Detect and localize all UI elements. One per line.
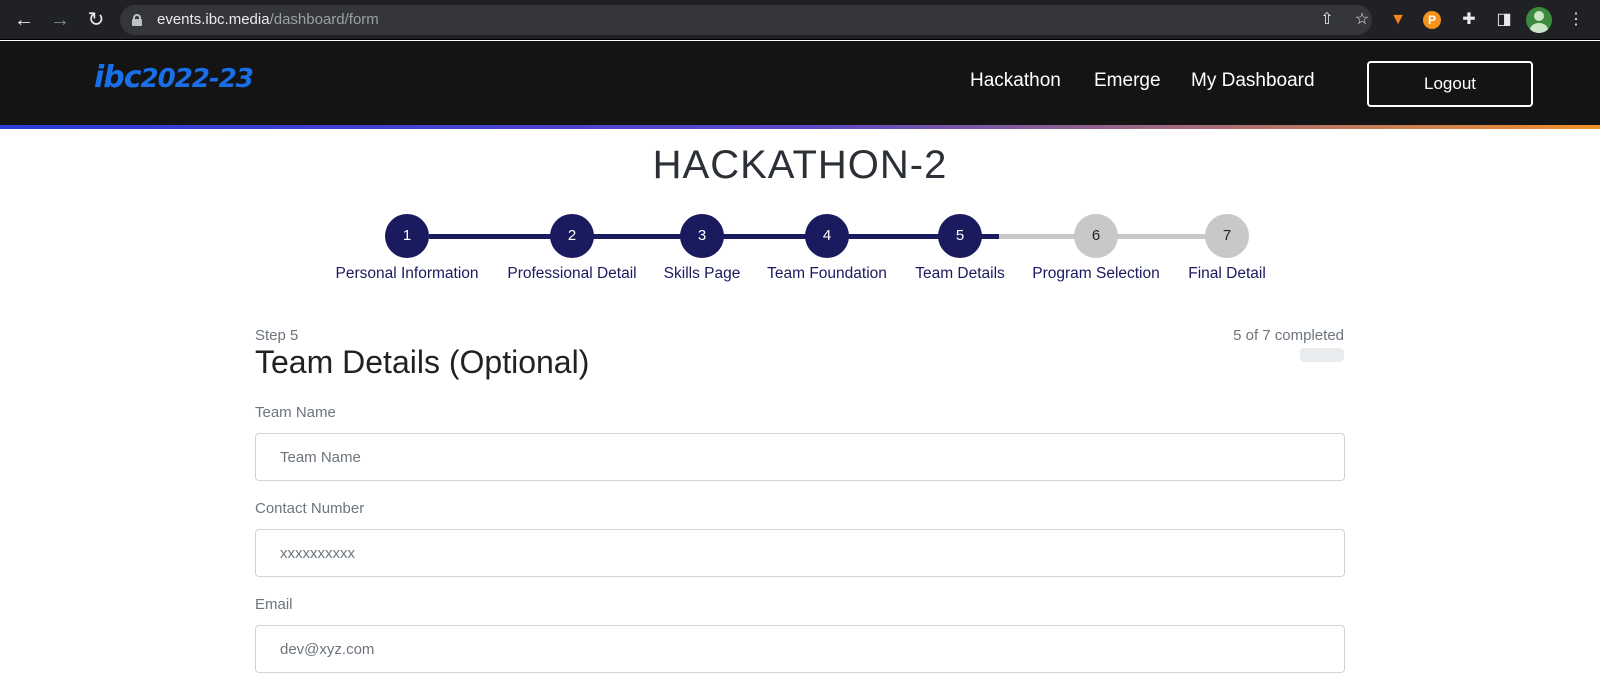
step-2-circle[interactable]: 2 [550,214,594,258]
step-6-label: Program Selection [1032,265,1160,282]
step-1-circle[interactable]: 1 [385,214,429,258]
nav-hackathon[interactable]: Hackathon [970,70,1061,91]
step-7-label: Final Detail [1188,265,1266,282]
url-host: events.ibc.media [157,11,270,28]
contact-number-label: Contact Number [255,500,365,517]
step-5-label: Team Details [915,265,1005,282]
email-input[interactable] [255,625,1345,673]
step-2-label: Professional Detail [507,265,637,282]
browser-toolbar: ← → ↻ events.ibc.media/dashboard/form ⇧ … [0,0,1600,40]
logo-year: 2022-23 [140,64,254,94]
step-4-label: Team Foundation [767,265,887,282]
step-6-circle[interactable]: 6 [1074,214,1118,258]
kebab-menu-icon[interactable]: ⋮ [1568,11,1584,28]
url-path: /dashboard/form [269,11,379,28]
contact-number-input[interactable] [255,529,1345,577]
step-3-circle[interactable]: 3 [680,214,724,258]
share-icon[interactable]: ⇧ [1320,11,1334,28]
header-gradient-stripe [0,125,1600,129]
team-name-label: Team Name [255,404,336,421]
p-extension-icon[interactable]: P [1423,11,1441,29]
back-arrow-icon[interactable]: ← [14,9,34,31]
star-icon[interactable]: ☆ [1354,11,1370,28]
lock-icon[interactable] [132,14,142,26]
nav-emerge[interactable]: Emerge [1094,70,1161,91]
step-1-label: Personal Information [335,265,479,282]
step-4-circle[interactable]: 4 [805,214,849,258]
logout-button[interactable]: Logout [1367,61,1533,107]
profile-avatar-icon[interactable] [1526,7,1552,33]
url-text[interactable]: events.ibc.media/dashboard/form [157,11,379,28]
puzzle-icon[interactable]: ✚ [1462,11,1476,28]
step-5-circle[interactable]: 5 [938,214,982,258]
team-name-input[interactable] [255,433,1345,481]
progress-text: 5 of 7 completed [1233,327,1344,344]
site-header [0,41,1600,125]
nav-my-dashboard[interactable]: My Dashboard [1191,70,1315,91]
forward-arrow-icon[interactable]: → [50,9,70,31]
email-label: Email [255,596,293,613]
form-title: Team Details (Optional) [255,344,590,380]
step-indicator: Step 5 [255,327,299,344]
address-bar[interactable]: events.ibc.media/dashboard/form ⇧ ☆ [120,5,1372,35]
metamask-fox-icon[interactable]: ▼ [1390,11,1406,28]
progress-bar-fill [1300,348,1332,362]
step-7-circle[interactable]: 7 [1205,214,1249,258]
side-panel-icon[interactable]: ◨ [1496,11,1512,28]
page-title: HACKATHON-2 [652,143,948,187]
ibc-logo[interactable]: ibc2022-23 [94,60,254,95]
logo-text: ibc [94,60,142,95]
step-3-label: Skills Page [663,265,741,282]
reload-icon[interactable]: ↻ [87,9,105,31]
progress-bar [1300,348,1344,362]
